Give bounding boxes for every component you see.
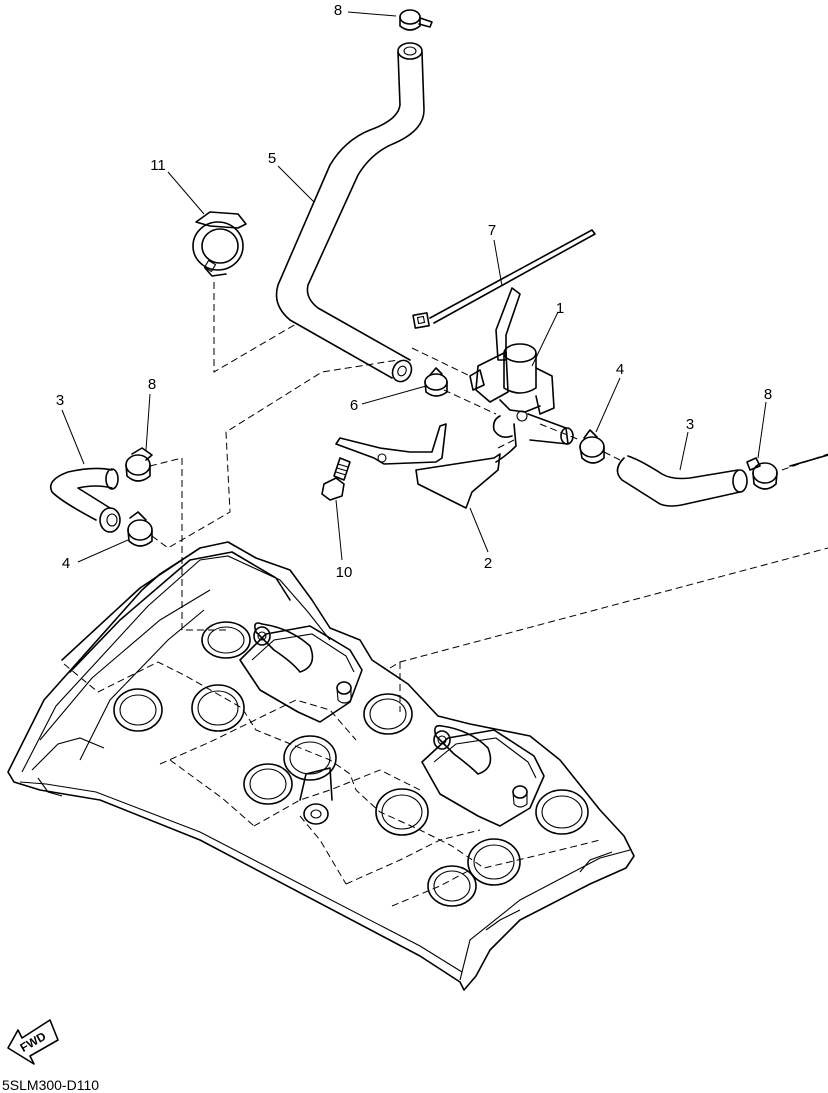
callout-7: 7 bbox=[488, 222, 496, 239]
clamp-4-right bbox=[579, 429, 605, 464]
callout-11: 11 bbox=[150, 157, 166, 174]
hose-3-left bbox=[49, 467, 121, 533]
assembly-lines bbox=[149, 282, 828, 712]
callout-3-left: 3 bbox=[56, 392, 64, 409]
reed-cover-right bbox=[421, 724, 545, 827]
callout-9: 8 bbox=[334, 2, 342, 19]
reed-cover-left bbox=[239, 622, 363, 723]
callout-2: 2 bbox=[484, 555, 492, 572]
bracket-2 bbox=[335, 423, 501, 509]
callout-4-right: 4 bbox=[616, 361, 624, 378]
cylinder-head-cover bbox=[7, 541, 635, 991]
callout-labels: 8 11 5 7 1 6 4 3 8 8 3 4 2 10 bbox=[56, 2, 772, 581]
cable-tie-7 bbox=[412, 229, 596, 329]
callout-3-right: 3 bbox=[686, 416, 694, 433]
callout-6: 6 bbox=[350, 397, 358, 414]
leader-lines bbox=[61, 11, 767, 563]
hose-5 bbox=[275, 42, 425, 383]
hose-3-right bbox=[616, 455, 748, 507]
clamp-9 bbox=[399, 9, 433, 31]
callout-10: 10 bbox=[336, 564, 353, 581]
cover-holes bbox=[113, 621, 589, 907]
fwd-label: FWD bbox=[18, 1029, 49, 1055]
clamp-8-right bbox=[746, 454, 828, 490]
fwd-arrow-icon: FWD bbox=[7, 1019, 59, 1065]
callout-4-left: 4 bbox=[62, 555, 70, 572]
callout-1: 1 bbox=[556, 300, 564, 317]
callout-8-right: 8 bbox=[764, 386, 772, 403]
clamp-6 bbox=[424, 367, 448, 397]
diagram-code: 5SLM300-D110 bbox=[2, 1077, 99, 1093]
clamp-4-left bbox=[127, 511, 153, 547]
clamp-11 bbox=[192, 211, 247, 277]
callout-5: 5 bbox=[268, 150, 276, 167]
valve-1 bbox=[469, 287, 574, 463]
bolt-10 bbox=[321, 457, 351, 501]
callout-8-left: 8 bbox=[148, 376, 156, 393]
clamp-8-left bbox=[125, 447, 153, 482]
